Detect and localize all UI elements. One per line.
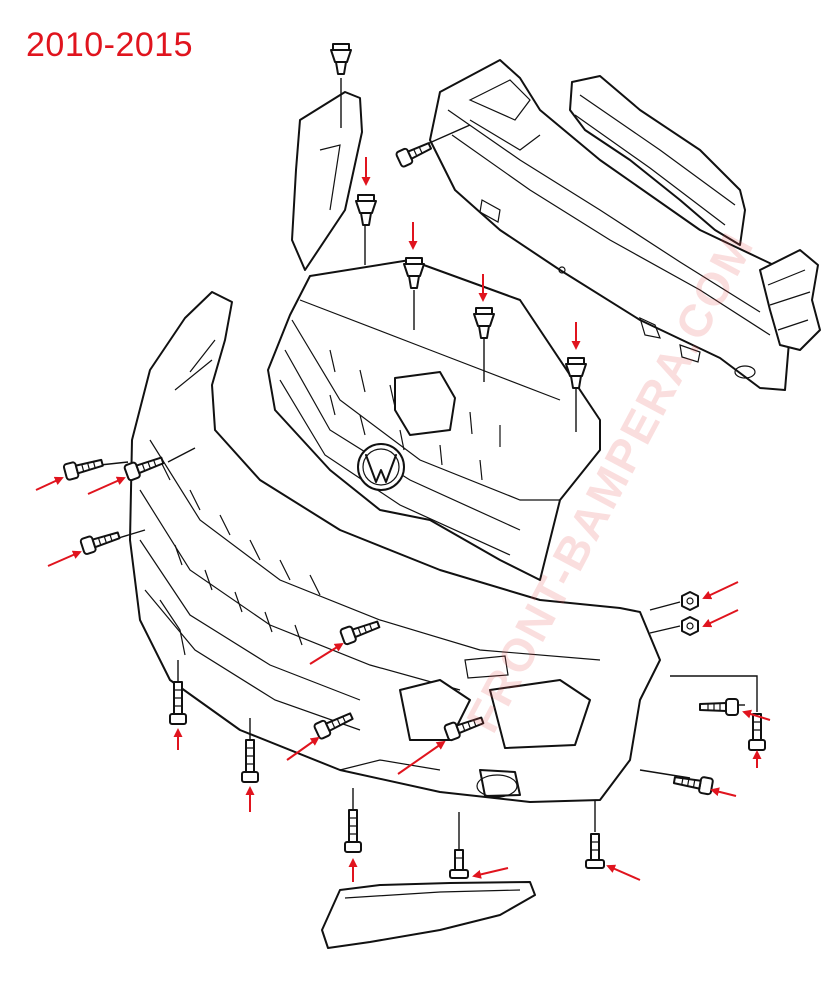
arrow-nut-1	[702, 581, 739, 600]
screw-fasteners	[62, 142, 766, 879]
clip-4	[473, 307, 495, 339]
screw-10	[169, 681, 187, 725]
arrow-screw-9	[710, 787, 737, 797]
fender-bracket	[291, 91, 363, 271]
arrow-screw-8	[742, 709, 771, 721]
bumper-reinforcement-beam	[429, 59, 811, 391]
arrow-screw-2	[87, 476, 126, 495]
radiator-grille	[267, 259, 601, 581]
screw-14	[585, 833, 605, 869]
arrow-screw-14	[606, 864, 641, 881]
screw-1	[62, 458, 104, 481]
nut-1	[681, 591, 699, 611]
arrow-screw-6	[397, 740, 446, 775]
screw-9	[672, 776, 714, 796]
screw-2	[123, 456, 165, 482]
screw-8	[699, 698, 739, 716]
screw-11	[241, 739, 259, 783]
clip-5	[565, 357, 587, 389]
year-range-label: 2010-2015	[26, 26, 194, 64]
clip-fasteners	[330, 43, 587, 389]
arrow-screw-3	[47, 550, 82, 567]
screw-3	[79, 531, 121, 555]
screw-15	[748, 713, 766, 751]
emblem	[357, 443, 405, 491]
clip-3	[403, 257, 425, 289]
screw-4	[339, 620, 381, 646]
red-arrows	[35, 157, 771, 882]
clip-2	[355, 194, 377, 226]
lower-trim-strip	[321, 881, 536, 949]
clip-1	[330, 43, 352, 75]
side-bracket	[759, 249, 821, 351]
screw-7	[395, 142, 433, 168]
screw-6	[443, 716, 485, 742]
energy-absorber	[569, 75, 746, 246]
arrow-screw-4	[309, 642, 344, 665]
arrow-screw-5	[286, 736, 320, 761]
screw-13	[449, 849, 469, 879]
nut-2	[681, 616, 699, 636]
screw-5	[313, 712, 354, 740]
arrow-nut-2	[702, 609, 739, 628]
arrow-screw-13	[472, 867, 509, 879]
arrow-screw-1	[35, 476, 64, 491]
nut-fasteners	[681, 591, 699, 636]
screw-12	[344, 809, 362, 853]
